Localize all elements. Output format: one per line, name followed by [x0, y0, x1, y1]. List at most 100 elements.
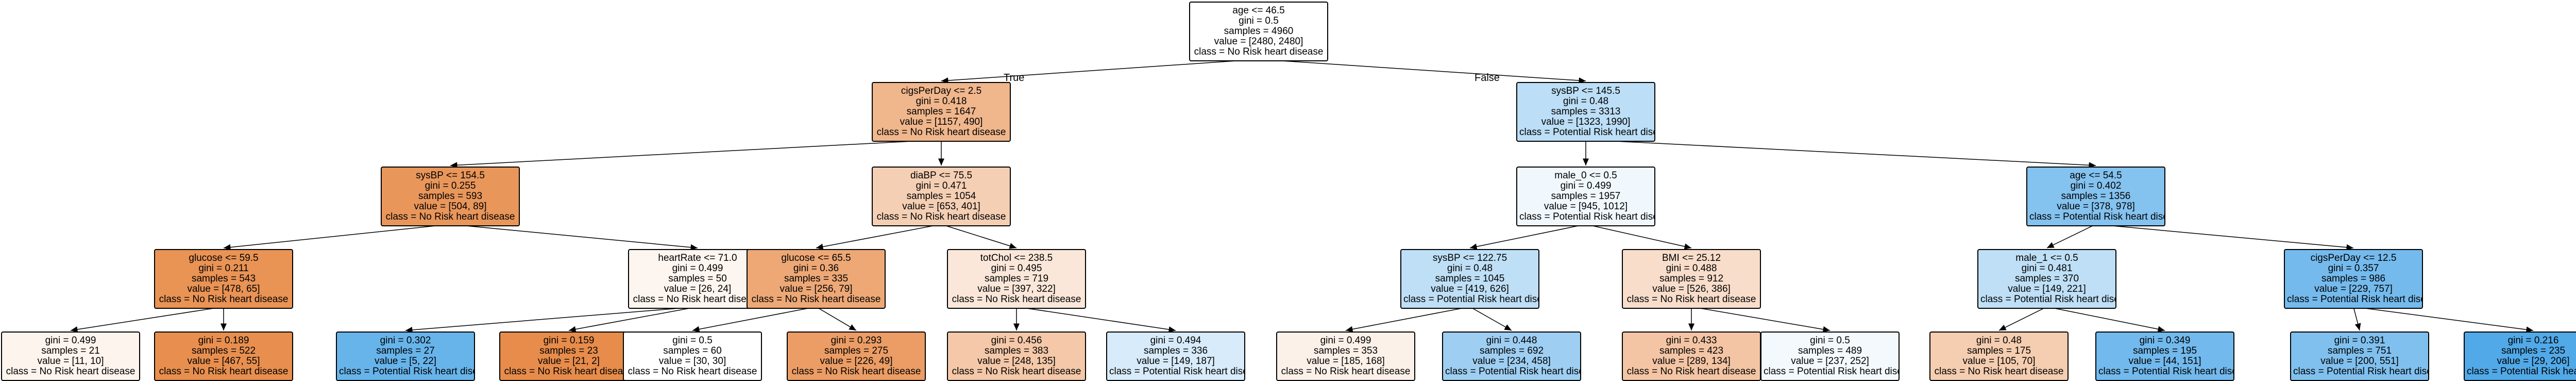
node-text-line: gini = 0.471	[916, 180, 967, 191]
node-text-line: value = [21, 2]	[538, 356, 600, 367]
node-text-line: class = No Risk heart disease	[1281, 366, 1411, 377]
node-text-line: value = [1157, 490]	[900, 117, 983, 127]
tree-edge	[1691, 306, 1831, 333]
tree-edge	[1585, 224, 1692, 250]
node-text-line: value = [234, 458]	[1472, 356, 1551, 367]
node-text-line: samples = 383	[984, 345, 1049, 356]
node-text-line: samples = 719	[984, 273, 1049, 284]
node-text-line: value = [2480, 2480]	[1214, 36, 1303, 47]
node-text-line: value = [229, 757]	[2314, 284, 2393, 294]
node-text-line: samples = 692	[1479, 345, 1544, 356]
node-text-line: class = Potential Risk heart disease	[1519, 127, 1654, 138]
node-text-line: value = [256, 79]	[779, 284, 853, 294]
tree-edge	[1469, 224, 1586, 250]
tree-edge	[941, 59, 1259, 84]
node-text-line: samples = 423	[1659, 345, 1724, 356]
tree-edge	[223, 224, 451, 251]
node-text-line: samples = 235	[2501, 345, 2566, 356]
node-text-line: value = [248, 135]	[977, 356, 1056, 367]
node-text-line: BMI <= 25.12	[1662, 253, 1721, 263]
node-text-line: samples = 912	[1659, 273, 1724, 284]
node-text-line: gini = 0.357	[2328, 263, 2379, 274]
node-text-line: value = [653, 401]	[902, 201, 980, 212]
tree-edge	[1258, 59, 1586, 84]
tree-edge	[1998, 306, 2047, 331]
node-text-line: sysBP <= 122.75	[1432, 253, 1507, 263]
node-text-line: class = No Risk heart disease	[159, 366, 289, 377]
node-text-line: male_0 <= 0.5	[1554, 170, 1617, 181]
node-text-line: value = [478, 65]	[187, 284, 260, 294]
node-text-line: class = Potential Risk heart disease	[2467, 366, 2576, 377]
node-text-line: gini = 0.189	[198, 335, 249, 346]
tree-edge	[70, 306, 224, 333]
node-text-line: class = No Risk heart disease	[385, 211, 515, 222]
tree-edge	[816, 306, 857, 331]
node-text-line: gini = 0.418	[916, 96, 967, 107]
node-text-line: samples = 195	[2132, 345, 2197, 356]
node-text-line: class = No Risk heart disease	[1194, 46, 1324, 57]
tree-edge	[2095, 224, 2354, 251]
node-text-line: class = Potential Risk heart disease	[2287, 294, 2422, 305]
node-text-line: value = [26, 24]	[664, 284, 732, 294]
node-text-line: value = [397, 322]	[977, 284, 1056, 294]
node-text-line: samples = 543	[191, 273, 256, 284]
node-text-line: samples = 370	[2014, 273, 2079, 284]
node-text-line: samples = 1054	[906, 191, 976, 202]
tree-edge	[2353, 306, 2534, 333]
node-text-line: class = No Risk heart disease	[628, 366, 757, 377]
node-text-line: class = Potential Risk heart disease	[2293, 366, 2428, 377]
node-text-line: samples = 353	[1313, 345, 1378, 356]
node-text-line: class = No Risk heart disease	[952, 366, 1081, 377]
node-text-line: samples = 175	[1967, 345, 2031, 356]
node-text-line: cigsPerDay <= 2.5	[901, 86, 982, 96]
node-text-line: class = Potential Risk heart disease	[2029, 211, 2164, 222]
node-text-line: gini = 0.433	[1666, 335, 1717, 346]
node-text-line: value = [237, 252]	[1791, 356, 1869, 367]
node-text-line: samples = 986	[2321, 273, 2386, 284]
node-text-line: diaBP <= 75.5	[910, 170, 973, 181]
node-text-line: class = No Risk heart disease	[952, 294, 1081, 305]
node-text-line: samples = 1957	[1551, 191, 1621, 202]
node-text-line: samples = 1647	[906, 106, 976, 117]
node-text-line: class = Potential Risk heart disease	[339, 366, 474, 377]
node-text-line: class = No Risk heart disease	[791, 366, 921, 377]
node-text-line: gini = 0.495	[991, 263, 1042, 274]
node-text-line: class = No Risk heart disease	[876, 211, 1006, 222]
tree-edge	[2353, 306, 2361, 331]
node-text-line: gini = 0.499	[1320, 335, 1371, 346]
node-text-line: gini = 0.494	[1150, 335, 1201, 346]
node-text-line: gini = 0.349	[2139, 335, 2191, 346]
node-text-line: gini = 0.448	[1486, 335, 1537, 346]
node-text-line: samples = 23	[539, 345, 598, 356]
node-text-line: class = Potential Risk heart disease	[2098, 366, 2233, 377]
node-text-line: value = [945, 1012]	[1544, 201, 1628, 212]
node-text-line: totChol <= 238.5	[980, 253, 1053, 263]
node-text-line: value = [30, 30]	[658, 356, 726, 367]
node-text-line: value = [289, 134]	[1652, 356, 1731, 367]
tree-edge	[941, 224, 1017, 249]
tree-edge	[568, 306, 698, 333]
node-text-line: gini = 0.48	[1447, 263, 1493, 274]
node-text-line: value = [149, 221]	[2008, 284, 2086, 294]
node-text-line: samples = 593	[418, 191, 483, 202]
tree-edge	[2046, 224, 2096, 249]
node-text-line: samples = 336	[1143, 345, 1208, 356]
node-text-line: samples = 522	[191, 345, 256, 356]
node-text-line: samples = 60	[663, 345, 722, 356]
tree-edge	[1585, 139, 2096, 169]
node-text-line: value = [1323, 1990]	[1541, 117, 1631, 127]
node-text-line: gini = 0.48	[1563, 96, 1609, 107]
node-text-line: gini = 0.456	[991, 335, 1042, 346]
node-text-line: gini = 0.499	[1560, 180, 1612, 191]
node-text-line: cigsPerDay <= 12.5	[2310, 253, 2397, 263]
